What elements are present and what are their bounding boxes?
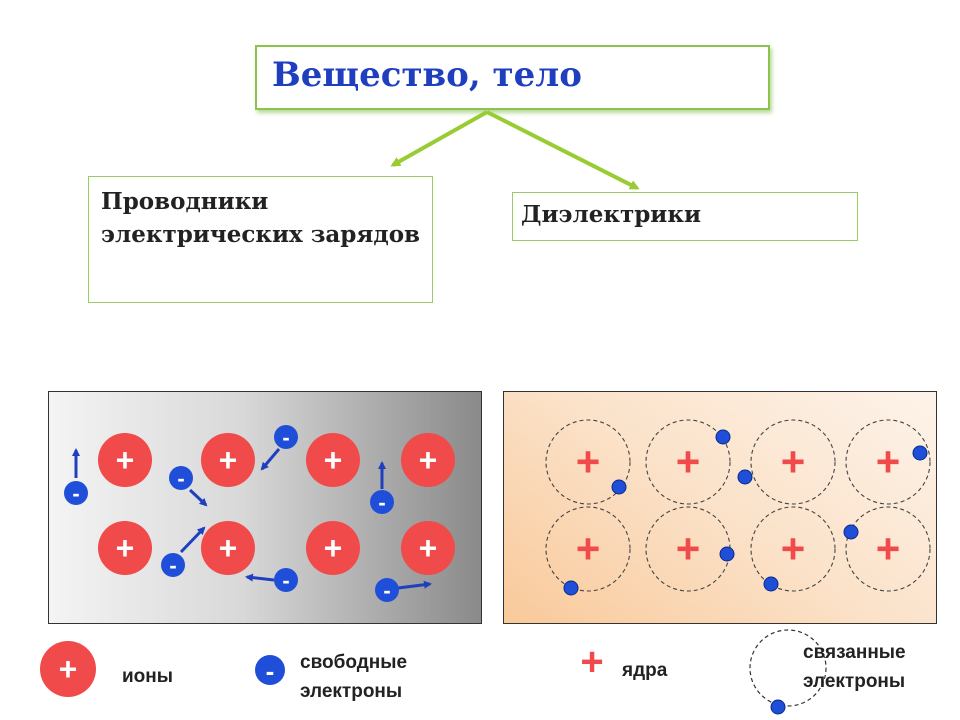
free-electron: - [370,461,394,515]
nucleus: + [676,438,701,485]
dielectrics-label: Диэлектрики [521,201,702,228]
svg-text:-: - [177,466,184,491]
free-electron: - [64,448,88,506]
atom: + [843,506,931,592]
dielectrics-box: Диэлектрики [512,192,858,241]
bound-electron [611,479,627,495]
nucleus: + [576,438,601,485]
ion: + [306,521,360,575]
ion: + [201,521,255,575]
atom: + [645,506,735,592]
free-electrons-layer: - - - - - - - [64,425,432,603]
ion: + [401,433,455,487]
orbit [645,419,731,505]
conductor-panel [48,391,482,624]
svg-text:+: + [324,442,343,478]
velocity-arrow [188,488,208,507]
svg-text:-: - [72,481,79,506]
svg-text:+: + [116,530,135,566]
bound-electron [737,469,753,485]
ion: + [201,433,255,487]
atom: + [645,419,731,505]
svg-text:-: - [378,490,385,515]
bound-electron [563,580,579,596]
svg-text:+: + [59,651,78,687]
svg-text:-: - [266,656,275,686]
velocity-arrow [397,580,432,590]
atom: + [545,419,631,505]
orbit [845,419,931,505]
ions-layer: + + + + + + + + [98,433,455,575]
svg-text:+: + [324,530,343,566]
nucleus: + [576,525,601,572]
svg-text:-: - [169,553,176,578]
legend-bound-electron-icon [749,629,827,715]
free-electron: - [161,526,206,578]
nucleus: + [876,438,901,485]
ion: + [306,433,360,487]
legend-graphics: + - + [40,629,827,715]
svg-text:-: - [282,568,289,593]
conductors-label: Проводники электрических зарядов [101,188,421,248]
branch-arrows [390,110,640,190]
svg-text:-: - [282,425,289,450]
bound-electron [715,429,731,445]
free-electron: - [375,578,432,603]
orbit [750,419,836,505]
legend-nuclei-label: ядра [622,660,668,681]
velocity-arrow [260,448,281,471]
nucleus: + [876,525,901,572]
bound-electron [843,524,859,540]
arrow-to-dielectrics [486,110,640,190]
svg-text:+: + [219,442,238,478]
bound-electron [763,576,779,592]
atom: + [545,506,631,596]
svg-text:+: + [219,530,238,566]
legend-free-electrons-label: свободные электроны [300,652,408,702]
svg-text:+: + [419,530,438,566]
arrow-to-conductors [390,110,488,167]
conductors-box: Проводники электрических зарядов [88,176,433,303]
nucleus: + [676,525,701,572]
svg-text:+: + [419,442,438,478]
diagram-title: Вещество, тело [272,55,582,95]
svg-text:+: + [580,640,603,684]
velocity-arrow [179,526,206,554]
free-electron: - [169,466,208,507]
legend-bound-electrons-label: связанные электроны [803,642,906,692]
free-electron: - [260,425,298,471]
ion: + [401,521,455,575]
atom: + [845,419,931,505]
free-electron: - [245,568,298,593]
atom: + [737,419,836,505]
orbit [545,419,631,505]
bound-electron [912,445,928,461]
ion: + [98,433,152,487]
legend-ion-icon: + [40,641,96,697]
orbit [750,506,836,592]
ion: + [98,521,152,575]
bound-electron [719,546,735,562]
atom: + [750,506,836,592]
legend-ions-label: ионы [122,666,173,687]
legend-electron-icon: - [255,655,285,686]
nucleus: + [781,438,806,485]
legend-nucleus-icon: + [580,640,603,684]
velocity-arrow [245,573,275,582]
svg-text:-: - [383,578,390,603]
orbit [545,506,631,592]
title-box: Вещество, тело [255,45,770,110]
atoms-layer: + + + + + + + + [545,419,931,596]
orbit [845,506,931,592]
svg-text:+: + [116,442,135,478]
nucleus: + [781,525,806,572]
